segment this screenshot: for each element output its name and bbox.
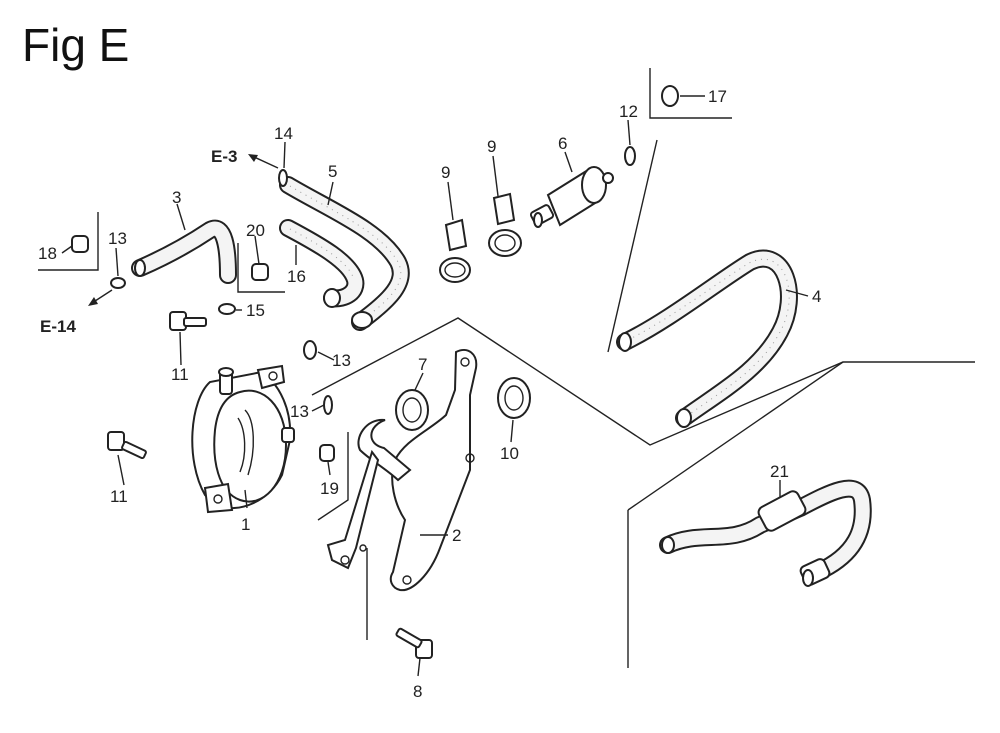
callout-14: 14: [274, 124, 293, 143]
callout-9b: 9: [487, 137, 496, 156]
fuel-pump: [191, 364, 295, 514]
assembly-outline: [311, 139, 975, 668]
arrow-to-e3: [248, 154, 279, 169]
inset-box-20: [237, 243, 285, 293]
hose-clip: [251, 263, 269, 281]
callout-17: 17: [708, 87, 727, 106]
callout-9a: 9: [441, 163, 450, 182]
hose-clamp: [488, 192, 522, 257]
leader-lines: [61, 95, 809, 677]
callout-18: 18: [38, 244, 57, 263]
mounting-bracket: [326, 349, 478, 592]
callout-19: 19: [320, 479, 339, 498]
arrow-to-e14: [88, 289, 113, 306]
callout-1: 1: [241, 515, 250, 534]
callout-11b: 11: [110, 487, 128, 506]
hose-3: [131, 219, 237, 284]
hose-clamp: [439, 218, 471, 283]
callout-3: 3: [172, 188, 181, 207]
hose-clip: [303, 340, 317, 360]
fuel-filter: [529, 166, 614, 228]
figure-title: Fig E: [22, 19, 130, 71]
callout-13c: 13: [290, 402, 309, 421]
hose-clip: [278, 169, 288, 187]
callout-16: 16: [287, 267, 306, 286]
callout-6: 6: [558, 134, 567, 153]
hose-4: [616, 249, 798, 428]
callout-8: 8: [413, 682, 422, 701]
inset-box-17: [649, 68, 732, 119]
hose-clip: [624, 146, 636, 166]
callout-12: 12: [619, 102, 638, 121]
callout-13b: 13: [332, 351, 351, 370]
flange-bolt: [395, 627, 433, 659]
callout-5: 5: [328, 162, 337, 181]
hose-clip: [323, 395, 333, 415]
hose-21: [659, 479, 872, 587]
hose-clip: [71, 235, 89, 253]
flange-bolt: [107, 431, 147, 460]
callout-10: 10: [500, 444, 519, 463]
hose-clip: [110, 277, 126, 289]
ref-e3-label[interactable]: E-3: [211, 147, 237, 166]
callout-2: 2: [452, 526, 461, 545]
hose-clip: [661, 85, 679, 107]
callout-11a: 11: [171, 365, 189, 384]
callout-21: 21: [770, 462, 789, 481]
hose-clip: [319, 444, 335, 462]
grommet: [395, 389, 429, 431]
ref-e14-label[interactable]: E-14: [40, 317, 76, 336]
hose-16: [279, 219, 365, 308]
callout-20: 20: [246, 221, 265, 240]
inset-box-19: [317, 432, 349, 521]
flange-bolt: [169, 311, 207, 331]
hose-clip: [218, 303, 236, 315]
callout-13a: 13: [108, 229, 127, 248]
grommet: [497, 377, 531, 419]
callout-4: 4: [812, 287, 821, 306]
callout-15: 15: [246, 301, 265, 320]
callout-7: 7: [418, 355, 427, 374]
inset-box-18: [38, 212, 99, 271]
hose-5: [279, 176, 410, 331]
